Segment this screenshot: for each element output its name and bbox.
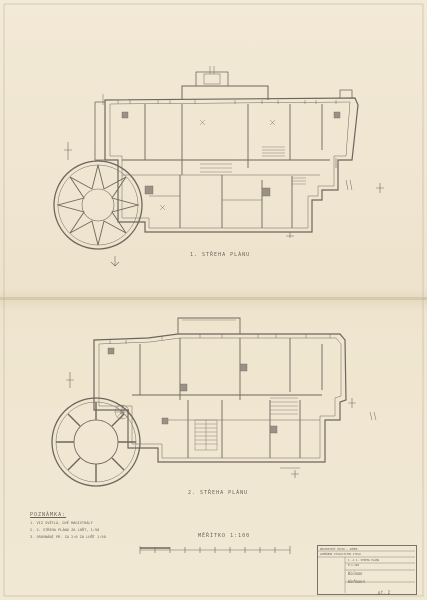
title-block-subject: ZAMĚŘENÍ STÁVAJÍCÍHO STAVU xyxy=(320,553,361,556)
scale-title: MĚŘÍTKO 1:100 xyxy=(198,533,251,539)
title-block: PROJEKTOVÝ ÚSTAV — ZÁMEK ZAMĚŘENÍ STÁVAJ… xyxy=(317,545,417,595)
notes-block: POZNÁMKA: 1. VIZ SVĚTLÁ, DVĚ MAGISTRÁLY … xyxy=(30,512,106,539)
signature-drawn: Kolman xyxy=(348,571,363,576)
lower-floor-plan xyxy=(51,317,377,487)
signature-checked: Hofmann xyxy=(348,579,365,584)
sheet-number: př. 2 xyxy=(378,590,391,595)
title-block-scale: M 1:100 xyxy=(348,564,359,567)
title-block-lines xyxy=(317,550,415,593)
upper-floor-plan xyxy=(53,66,384,267)
note-line: 1. VIZ SVĚTLÁ, DVĚ MAGISTRÁLY xyxy=(30,521,93,525)
sheet-border xyxy=(3,3,424,597)
title-block-drawing-name: 1. A 2. STŘEHA PLÁNU xyxy=(348,559,380,562)
notes-heading: POZNÁMKA: xyxy=(30,512,67,518)
note-line: 3. SROVNÁNÍ PŘ. ZA 2:0 ZA LHŮT 1:50 xyxy=(30,535,106,539)
title-block-office: PROJEKTOVÝ ÚSTAV — ZÁMEK xyxy=(320,548,358,551)
lower-plan-title: 2. STŘEHA PLÁNU xyxy=(188,490,249,496)
note-line: 2. 2. STŘEHA PLÁNU ZA LHŮT, 1:50 xyxy=(30,528,100,532)
upper-plan-title: 1. STŘEHA PLÁNU xyxy=(190,252,251,258)
paper-fold xyxy=(0,297,427,300)
scale-bar xyxy=(139,546,291,554)
